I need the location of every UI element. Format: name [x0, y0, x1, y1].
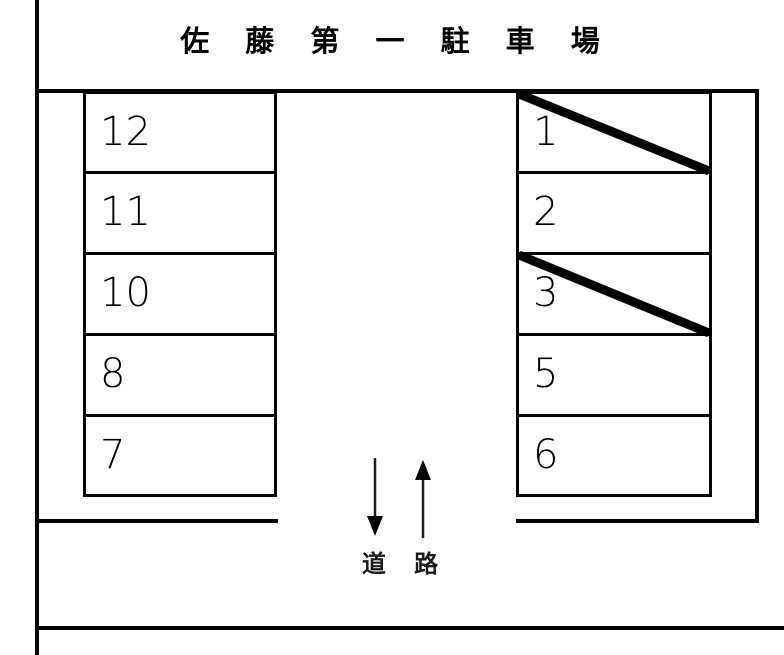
parking-stall[interactable]: 7 [86, 417, 274, 494]
stall-number: 3 [533, 270, 559, 317]
parking-stall[interactable]: 5 [519, 336, 709, 417]
parking-stall[interactable]: 3 [519, 255, 709, 336]
parking-stall[interactable]: 11 [86, 174, 274, 255]
page-title: 佐 藤 第 一 駐 車 場 [180, 24, 613, 58]
stall-number: 12 [100, 108, 151, 155]
parking-stall[interactable]: 1 [519, 94, 709, 174]
left-parking-block: 12 11 10 8 7 [83, 91, 277, 497]
stall-number: 6 [533, 431, 559, 478]
parking-stall[interactable]: 8 [86, 336, 274, 417]
boundary-line-left [35, 0, 39, 655]
stall-number: 5 [533, 351, 559, 398]
arrow-down-icon [367, 458, 383, 536]
parking-stall[interactable]: 2 [519, 174, 709, 255]
boundary-line-top [35, 89, 759, 93]
stall-number: 1 [533, 108, 559, 155]
curb-line-left [35, 519, 278, 523]
boundary-line-right [755, 89, 759, 523]
stall-number: 10 [100, 270, 151, 317]
parking-stall[interactable]: 10 [86, 255, 274, 336]
curb-line-right [516, 519, 759, 523]
right-parking-block: 1 2 3 5 6 [516, 91, 712, 497]
stall-number: 8 [100, 351, 126, 398]
parking-stall[interactable]: 12 [86, 94, 274, 174]
arrow-up-icon [415, 460, 431, 538]
road-label: 道 路 [361, 550, 449, 578]
parking-stall[interactable]: 6 [519, 417, 709, 494]
stall-number: 2 [533, 189, 559, 236]
stall-number: 11 [100, 189, 151, 236]
boundary-line-bottom [35, 626, 784, 630]
stall-number: 7 [100, 431, 126, 478]
